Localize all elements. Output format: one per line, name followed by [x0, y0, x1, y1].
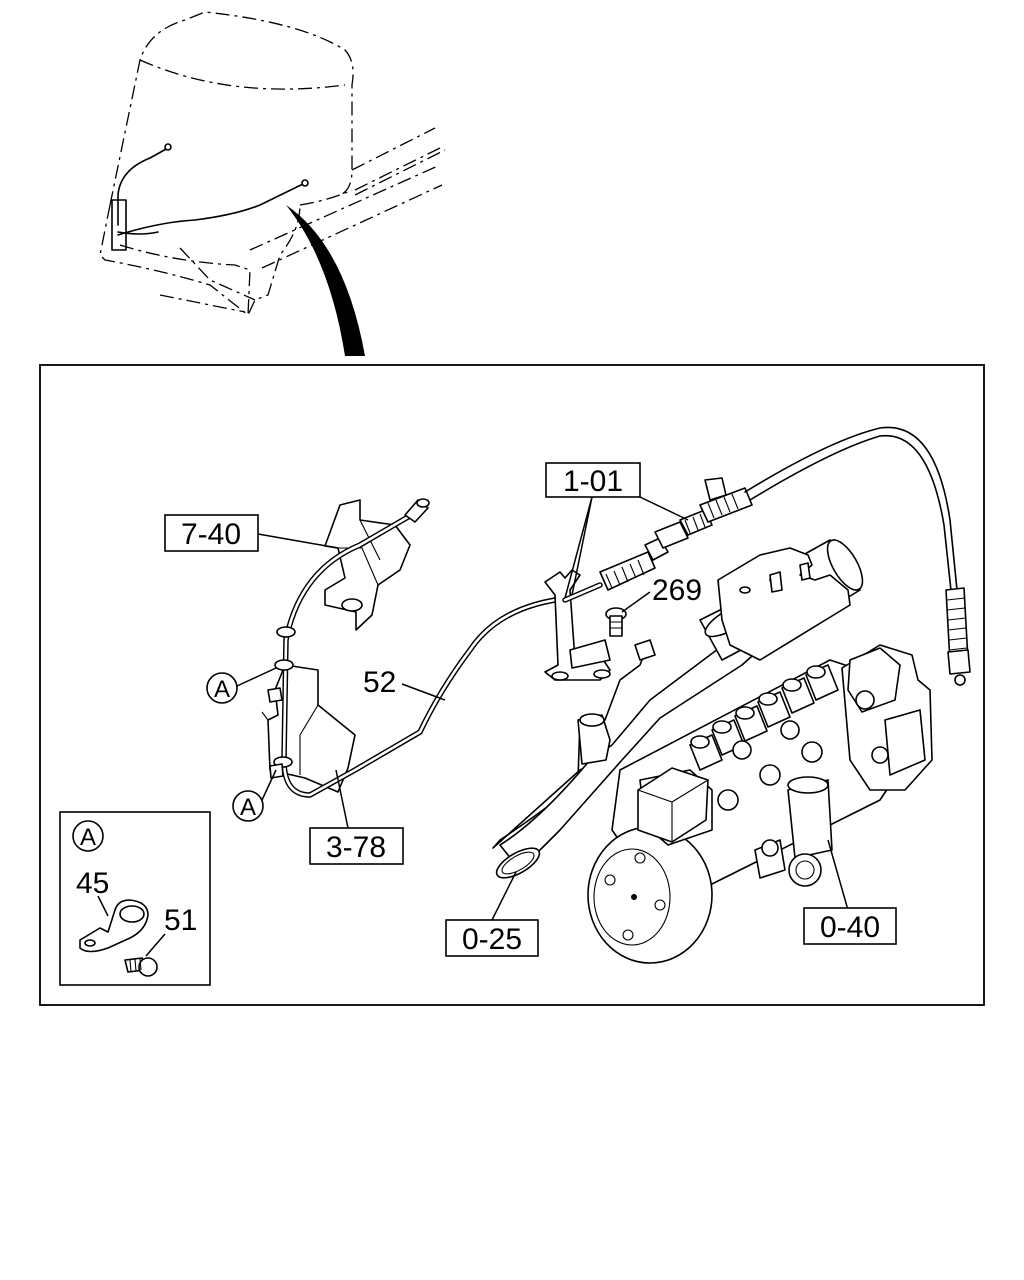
callout-269: 269: [652, 574, 702, 607]
detail-a-ref-circle: [72, 820, 104, 852]
callout-51: 51: [164, 904, 197, 937]
detail-a-inset: A 45 51: [59, 811, 211, 986]
callout-box-7-40: [164, 514, 259, 552]
cable-mount-bracket: [544, 569, 611, 681]
bolt-51: [124, 957, 158, 977]
truck-cab-overview: [99, 11, 446, 356]
callout-45: 45: [76, 867, 109, 900]
callout-box-0-40: [803, 907, 897, 945]
engine-injection-pump: [587, 547, 933, 964]
clip-45: [79, 899, 149, 953]
callout-0-40: 0-40: [820, 911, 880, 944]
injector-nozzles: [689, 664, 839, 771]
throttle-cable-52: [267, 498, 573, 798]
ref-label-a-lower: A: [240, 794, 256, 821]
callout-box-1-01: [545, 462, 641, 498]
cable-end-fitting-right: [945, 587, 971, 686]
ref-circle-a-upper: [206, 672, 238, 704]
ref-circle-a-lower: [232, 790, 264, 822]
callout-3-78: 3-78: [326, 831, 386, 864]
detail-a-ref-label: A: [80, 824, 96, 851]
callout-box-3-78: [309, 827, 404, 865]
callout-0-25: 0-25: [462, 923, 522, 956]
callout-1-01: 1-01: [563, 465, 623, 498]
detail-frame: [39, 364, 985, 1006]
callout-box-0-25: [445, 919, 539, 957]
callout-52: 52: [363, 666, 396, 699]
callout-7-40: 7-40: [181, 518, 241, 551]
bolt-269: [605, 607, 627, 637]
leader-lines: [236, 496, 849, 921]
ref-label-a-upper: A: [214, 676, 230, 703]
upper-bracket: [324, 499, 411, 631]
threaded-cable-end: [562, 426, 959, 603]
